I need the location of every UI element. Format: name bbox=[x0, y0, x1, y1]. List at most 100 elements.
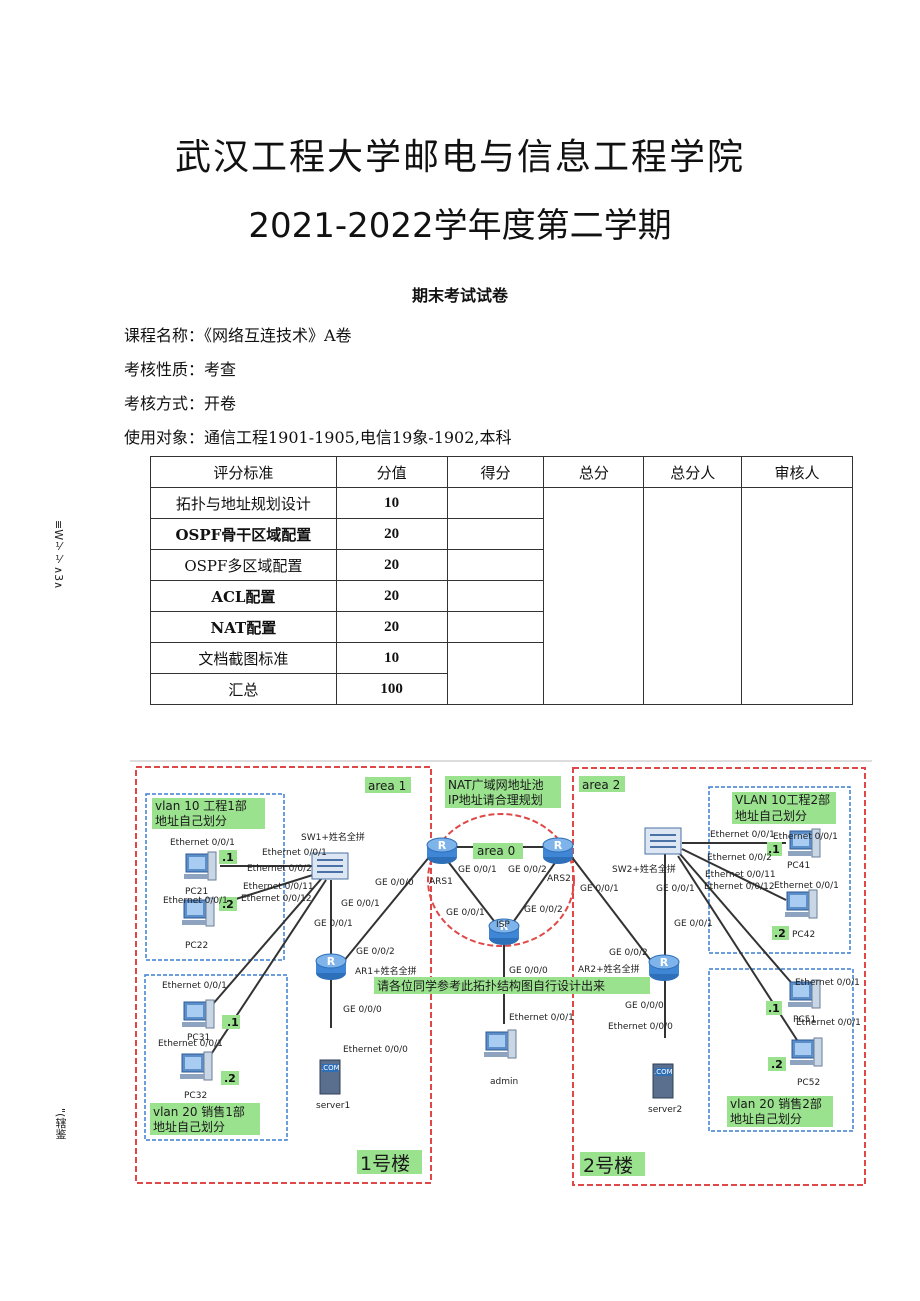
router-icon[interactable] bbox=[315, 953, 347, 981]
area0-circle bbox=[427, 813, 575, 947]
sw1-label: SW1+姓名全拼 bbox=[301, 831, 365, 843]
port-label: GE 0/0/1 bbox=[580, 884, 619, 894]
reviewer-cell[interactable] bbox=[741, 487, 853, 705]
port-label: GE 0/0/1 bbox=[656, 884, 695, 894]
nat-note-line2: IP地址请合理规划 bbox=[448, 792, 543, 807]
pc51-label: PC51 bbox=[793, 1015, 816, 1025]
ar1-label: AR1+姓名全拼 bbox=[355, 965, 417, 977]
ip-suffix: .2 bbox=[774, 927, 786, 940]
switch-icon[interactable] bbox=[644, 827, 682, 855]
port-label: Ethernet 0/0/0 bbox=[343, 1045, 408, 1055]
row-item: OSPF多区域配置 bbox=[150, 549, 337, 581]
score-table: 评分标准 分值 得分 总分 总分人 审核人 拓扑与地址规划设计 10 OSPF骨… bbox=[150, 456, 853, 705]
vlan20-b1-box bbox=[144, 974, 288, 1141]
vlan10-b1-box bbox=[145, 793, 285, 961]
port-label: Ethernet 0/0/0 bbox=[608, 1022, 673, 1032]
port-label: GE 0/0/1 bbox=[341, 899, 380, 909]
table-row: 汇总 100 bbox=[150, 673, 853, 705]
port-label: Ethernet 0/0/2 bbox=[247, 864, 312, 874]
port-label: Ethernet 0/0/12 bbox=[241, 894, 312, 904]
vlan20-b2-box bbox=[708, 968, 854, 1132]
port-label: Ethernet 0/0/1 bbox=[170, 838, 235, 848]
pc52-label: PC52 bbox=[797, 1078, 820, 1088]
row-item: 拓扑与地址规划设计 bbox=[150, 487, 337, 519]
port-label: Ethernet 0/0/1 bbox=[710, 830, 775, 840]
pc31-label: PC31 bbox=[187, 1033, 210, 1043]
port-label: GE 0/0/1 bbox=[674, 919, 713, 929]
router-icon[interactable] bbox=[648, 954, 680, 982]
table-row: 拓扑与地址规划设计 10 bbox=[150, 487, 853, 705]
table-row: ACL配置 20 bbox=[150, 580, 853, 612]
row-value: 100 bbox=[335, 673, 448, 705]
pc-icon[interactable] bbox=[181, 999, 215, 1029]
pc21-label: PC21 bbox=[185, 887, 208, 897]
ar2-label: AR2+姓名全拼 bbox=[578, 963, 640, 975]
isp-label: ISP bbox=[496, 920, 510, 930]
green-label-boxes bbox=[150, 776, 836, 1176]
pc42-label: PC42 bbox=[792, 930, 815, 940]
exam-target: 使用对象：通信工程1901-1905,电信19象-1902,本科 bbox=[124, 428, 512, 447]
area0-label: area 0 bbox=[477, 844, 515, 858]
port-label: GE 0/0/2 bbox=[356, 947, 395, 957]
pc-icon[interactable] bbox=[179, 1051, 213, 1081]
area2-label: area 2 bbox=[582, 778, 620, 792]
total-cell[interactable] bbox=[543, 487, 645, 705]
vlan20-b1-line1: vlan 20 销售1部 bbox=[153, 1104, 245, 1119]
server1-com: .COM bbox=[321, 1064, 340, 1072]
vlan20-b1-line2: 地址自己划分 bbox=[153, 1120, 225, 1134]
building1-region bbox=[135, 766, 432, 1184]
margin-note-bottom: "(辖鉴 bbox=[54, 1108, 67, 1140]
pc-icon[interactable] bbox=[789, 1037, 823, 1067]
vlan10-b1-line2: 地址自己划分 bbox=[155, 814, 227, 828]
port-label: Ethernet 0/0/1 bbox=[774, 881, 839, 891]
grader-cell[interactable] bbox=[643, 487, 743, 705]
vlan10-b2-line1: VLAN 10工程2部 bbox=[735, 792, 830, 807]
row-item: 汇总 bbox=[150, 673, 337, 705]
port-label: GE 0/0/0 bbox=[375, 878, 414, 888]
port-label: Ethernet 0/0/12 bbox=[704, 882, 775, 892]
margin-note-top: ≡W⅟⅟∧3∧ bbox=[52, 520, 65, 590]
building2-label: 2号楼 bbox=[583, 1155, 633, 1177]
vlan10-b1-line1: vlan 10 工程1部 bbox=[155, 798, 247, 813]
port-label: Ethernet 0/0/1 bbox=[262, 848, 327, 858]
pc-icon[interactable] bbox=[784, 889, 818, 919]
row-value: 10 bbox=[335, 642, 448, 674]
port-label: GE 0/0/1 bbox=[458, 865, 497, 875]
server2-label: server2 bbox=[648, 1105, 682, 1115]
pc22-label: PC22 bbox=[185, 941, 208, 951]
exam-nature: 考核性质：考查 bbox=[124, 360, 237, 379]
row-value: 20 bbox=[335, 518, 448, 550]
port-label: Ethernet 0/0/1 bbox=[773, 832, 838, 842]
pc-icon[interactable] bbox=[483, 1029, 517, 1059]
port-label: Ethernet 0/0/1 bbox=[509, 1013, 574, 1023]
ip-suffix-labels: .1 .2 .1 .2 .1 .2 .1 .2 bbox=[222, 843, 786, 1085]
vlan10-b2-box bbox=[708, 786, 851, 954]
school-title: 武汉工程大学邮电与信息工程学院 bbox=[174, 137, 745, 178]
ars2-label: ARS2 bbox=[547, 874, 571, 884]
pc-icon[interactable] bbox=[183, 851, 217, 881]
router-icon[interactable] bbox=[542, 837, 574, 865]
port-label: Ethernet 0/0/11 bbox=[243, 882, 314, 892]
sw2-label: SW2+姓名全拼 bbox=[612, 863, 676, 875]
term-title: 2021-2022学年度第二学期 bbox=[248, 206, 672, 246]
pc32-label: PC32 bbox=[184, 1091, 207, 1101]
score-cell[interactable] bbox=[446, 642, 545, 705]
router-icon[interactable] bbox=[426, 837, 458, 865]
port-label: Ethernet 0/0/1 bbox=[162, 981, 227, 991]
header-grader: 总分人 bbox=[643, 456, 743, 488]
port-label: GE 0/0/0 bbox=[625, 1001, 664, 1011]
pc41-label: PC41 bbox=[787, 861, 810, 871]
port-label: GE 0/0/0 bbox=[343, 1005, 382, 1015]
header-criteria: 评分标准 bbox=[150, 456, 337, 488]
ip-suffix: .2 bbox=[224, 1072, 236, 1085]
exam-title: 期末考试试卷 bbox=[411, 286, 508, 305]
score-cell[interactable] bbox=[446, 518, 545, 550]
ars1-label: ARS1 bbox=[429, 877, 453, 887]
port-label: Ethernet 0/0/1 bbox=[158, 1039, 223, 1049]
table-row: OSPF多区域配置 20 bbox=[150, 549, 853, 581]
header-total: 总分 bbox=[543, 456, 645, 488]
server2-com: .COM bbox=[654, 1068, 673, 1076]
port-label: Ethernet 0/0/1 bbox=[796, 1018, 861, 1028]
table-row: OSPF骨干区域配置 20 bbox=[150, 518, 853, 550]
row-value: 20 bbox=[335, 611, 448, 643]
